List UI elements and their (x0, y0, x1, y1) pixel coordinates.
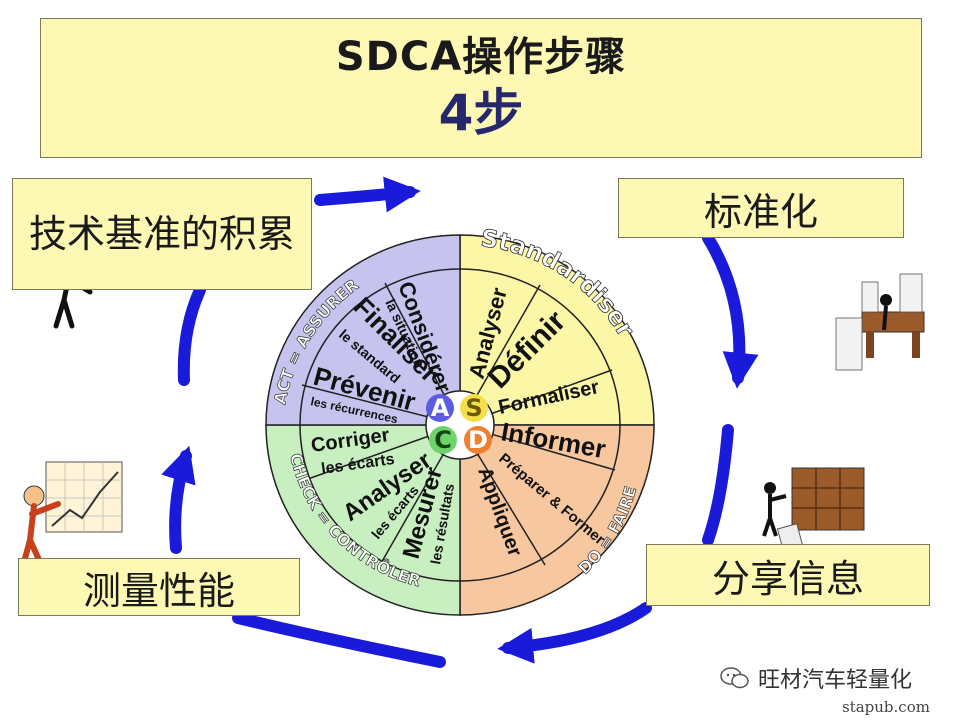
step-box-standardize: 标准化 (618, 178, 904, 238)
step-box-accumulate: 技术基准的积累 (12, 178, 312, 290)
wechat-icon (720, 667, 749, 689)
quadrant-assurer (265, 234, 461, 426)
step-box-measure: 测量性能 (18, 558, 300, 616)
page-subtitle: 4步 (438, 84, 524, 142)
cycle-arrows (161, 176, 759, 668)
arrow-right (702, 232, 759, 389)
site-url: stapub.com (842, 698, 930, 716)
chart-presenter-icon (21, 461, 123, 565)
arrow-bottom-left (232, 612, 446, 668)
quadrant-faire (459, 424, 655, 616)
hub-letter-c: C (434, 426, 452, 454)
quadrant-standardise (459, 234, 655, 426)
quadrant-controler (265, 424, 461, 616)
arrow-bottom (497, 602, 652, 664)
watermark-text: 旺材汽车轻量化 (758, 668, 913, 693)
watermark-row: 旺材汽车轻量化 (720, 662, 912, 694)
step-box-share: 分享信息 (646, 544, 930, 606)
hub-letter-d: D (468, 426, 488, 454)
arrow-left-upper (177, 284, 206, 386)
filing-shelf-icon (762, 467, 865, 551)
desk-papers-icon (835, 273, 925, 371)
arrow-right-lower (702, 424, 734, 546)
arrow-top (314, 176, 421, 213)
wheel-inner-ring (299, 268, 621, 582)
page-title: SDCA操作步骤 (335, 34, 627, 80)
title-box: SDCA操作步骤 4步 (40, 18, 922, 158)
hub-letter-s: S (465, 394, 482, 422)
hub-letter-a: A (431, 394, 450, 422)
arrow-left (161, 445, 196, 554)
